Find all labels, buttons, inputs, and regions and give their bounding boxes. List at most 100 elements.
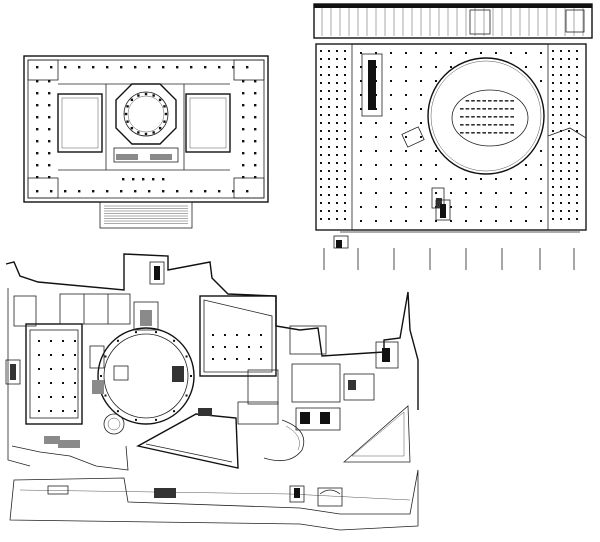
column [465, 178, 467, 180]
column [242, 116, 245, 119]
column [360, 220, 362, 222]
column [420, 52, 422, 54]
wedge-hall [136, 413, 239, 469]
column [420, 220, 422, 222]
column [162, 66, 165, 69]
column [510, 206, 512, 208]
column [254, 164, 257, 167]
rotunda-column [155, 331, 158, 334]
column [74, 382, 76, 384]
column [50, 396, 52, 398]
column [50, 368, 52, 370]
west-gallery [25, 323, 83, 425]
rotunda-column [163, 105, 166, 108]
column [405, 192, 407, 194]
column [242, 92, 245, 95]
column [525, 52, 527, 54]
rotunda-column [158, 126, 162, 130]
rotunda-column [134, 418, 137, 421]
rotunda-column [126, 120, 129, 123]
column [50, 410, 52, 412]
column [435, 52, 437, 54]
column [38, 396, 40, 398]
column [390, 206, 392, 208]
column [405, 52, 407, 54]
column [495, 178, 497, 180]
column [540, 192, 542, 194]
entrance-steps [99, 201, 193, 229]
rotunda-column [185, 394, 188, 397]
rotunda-column [163, 120, 166, 123]
column [36, 116, 39, 119]
column [242, 176, 245, 179]
classical-museum-plan [23, 55, 269, 229]
column [420, 150, 422, 152]
column [92, 66, 95, 69]
column [525, 66, 527, 68]
column [390, 220, 392, 222]
column [360, 122, 362, 124]
column [405, 164, 407, 166]
rotunda-column [185, 355, 188, 358]
seating-area [460, 100, 514, 134]
column [405, 178, 407, 180]
column [62, 340, 64, 342]
column [360, 80, 362, 82]
rotunda-column [126, 105, 129, 108]
column [390, 164, 392, 166]
column [495, 192, 497, 194]
column [242, 164, 245, 167]
column [48, 164, 51, 167]
column [232, 66, 235, 69]
column [435, 150, 437, 152]
column [360, 164, 362, 166]
column [36, 80, 39, 83]
column [405, 150, 407, 152]
column [38, 354, 40, 356]
column [36, 152, 39, 155]
column [62, 368, 64, 370]
column [62, 354, 64, 356]
column [480, 206, 482, 208]
column [36, 140, 39, 143]
column [390, 94, 392, 96]
column [254, 80, 257, 83]
column [375, 192, 377, 194]
column [48, 92, 51, 95]
column [242, 128, 245, 131]
column [435, 220, 437, 222]
column [450, 66, 452, 68]
column [246, 190, 249, 193]
column [248, 346, 250, 348]
column [190, 190, 193, 193]
column [50, 382, 52, 384]
column [510, 220, 512, 222]
column [420, 136, 422, 138]
rotunda-column [104, 394, 107, 397]
rotunda-column [144, 132, 148, 136]
landscape-triangle [342, 405, 411, 463]
column [405, 80, 407, 82]
column [525, 164, 527, 166]
rotunda-column [104, 355, 107, 358]
column [375, 206, 377, 208]
rotunda-column [164, 112, 168, 116]
rotunda-column [116, 339, 119, 342]
column [246, 66, 249, 69]
column [390, 80, 392, 82]
column [122, 178, 125, 181]
circular-court-grid-plan [313, 3, 593, 270]
column [420, 192, 422, 194]
column [540, 150, 542, 152]
column [450, 206, 452, 208]
east-gallery [199, 295, 277, 377]
column [540, 220, 542, 222]
column [50, 354, 52, 356]
fountain [103, 413, 125, 435]
south-terrace [9, 469, 419, 531]
column [132, 178, 135, 181]
column [435, 66, 437, 68]
column [465, 220, 467, 222]
left-court [57, 93, 103, 153]
